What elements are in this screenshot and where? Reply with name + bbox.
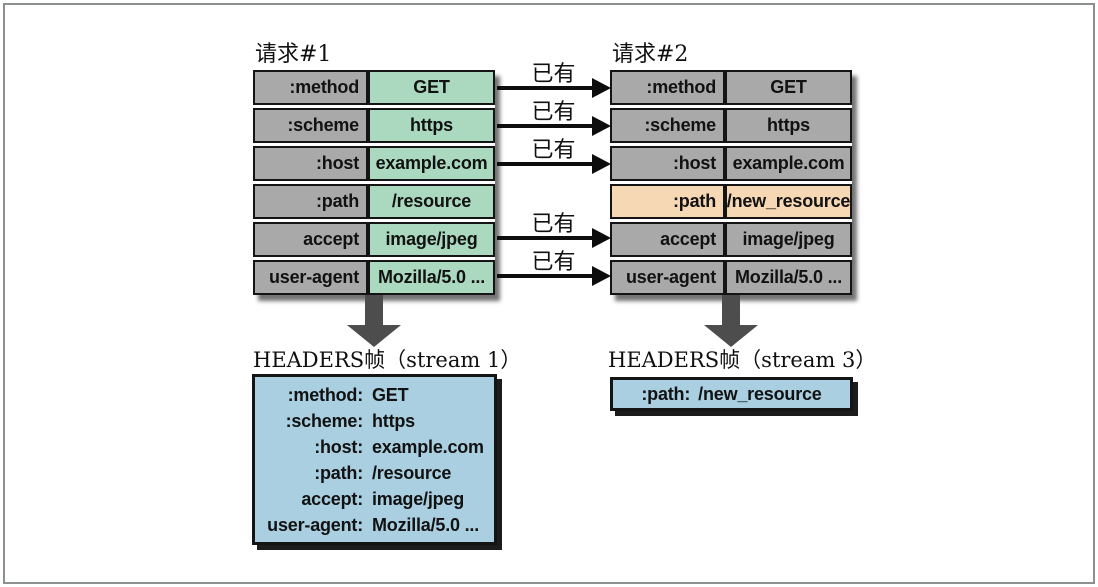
reuse-arrow-line <box>497 274 593 278</box>
frame-field-value: https <box>372 411 415 431</box>
table-row: :scheme https <box>610 108 852 143</box>
reused-label: 已有 <box>531 62 576 87</box>
header-value-cell: https <box>368 108 495 143</box>
frame-field-name: :method: <box>287 385 364 405</box>
frame1-title: HEADERS帧（stream 1） <box>253 348 522 372</box>
header-value-cell: GET <box>725 70 852 105</box>
reuse-arrow-head-icon <box>592 154 611 174</box>
frame2-title: HEADERS帧（stream 3） <box>608 348 877 372</box>
header-name-cell: :scheme <box>253 108 368 143</box>
frame-line: accept: image/jpeg <box>255 486 494 512</box>
request1-title: 请求#1 <box>255 42 332 67</box>
frame-line: :scheme: https <box>255 408 494 434</box>
frame-field-value: /new_resource <box>698 383 822 404</box>
reused-label: 已有 <box>531 138 576 163</box>
frame-field-name: :path: <box>641 383 691 404</box>
header-name-cell: :host <box>253 146 368 181</box>
reused-label: 已有 <box>531 250 576 275</box>
frame-field-name: accept: <box>301 489 363 509</box>
request1-header-table: :method GET :scheme https :host example.… <box>253 70 495 295</box>
header-name-cell: accept <box>610 222 725 257</box>
table-row: :method GET <box>610 70 852 105</box>
header-name-cell: user-agent <box>253 260 368 295</box>
header-name-cell: accept <box>253 222 368 257</box>
frame-line: :path: /resource <box>255 460 494 486</box>
frame-field-name: :host: <box>314 437 363 457</box>
reuse-arrow-head-icon <box>592 228 611 248</box>
reuse-arrow-head-icon <box>592 266 611 286</box>
reuse-arrow-head-icon <box>592 78 611 98</box>
frame-field-value: Mozilla/5.0 ... <box>372 515 480 535</box>
table-row: :method GET <box>253 70 495 105</box>
reuse-arrow-head-icon <box>592 116 611 136</box>
diagram-border <box>3 3 1095 584</box>
table-row: :path /resource <box>253 184 495 219</box>
header-name-cell: :method <box>610 70 725 105</box>
request2-header-table: :method GET :scheme https :host example.… <box>610 70 852 295</box>
frame-line: :host: example.com <box>255 434 494 460</box>
header-name-cell: :host <box>610 146 725 181</box>
header-value-cell: image/jpeg <box>368 222 495 257</box>
down-arrow-icon <box>722 295 740 326</box>
headers-frame-stream1-box: :method: GET :scheme: https :host: examp… <box>252 374 497 545</box>
frame-field-value: example.com <box>372 437 484 457</box>
table-row: :scheme https <box>253 108 495 143</box>
down-arrow-icon <box>347 325 401 347</box>
down-arrow-icon <box>365 295 383 326</box>
request2-title: 请求#2 <box>612 42 689 67</box>
table-row: user-agent Mozilla/5.0 ... <box>253 260 495 295</box>
reused-label: 已有 <box>531 100 576 125</box>
frame-field-value: /resource <box>372 463 452 483</box>
frame-field-name: :path: <box>314 463 363 483</box>
header-name-cell: :method <box>253 70 368 105</box>
frame-line: user-agent: Mozilla/5.0 ... <box>255 512 494 538</box>
reuse-arrow-line <box>497 86 593 90</box>
reused-label: 已有 <box>531 212 576 237</box>
header-value-cell: example.com <box>368 146 495 181</box>
frame-field-name: :scheme: <box>285 411 364 431</box>
header-value-cell: /new_resource <box>725 184 852 219</box>
reuse-arrow-line <box>497 162 593 166</box>
reuse-arrow-line <box>497 236 593 240</box>
header-name-cell: user-agent <box>610 260 725 295</box>
frame-field-name: user-agent: <box>267 515 363 535</box>
table-row: :host example.com <box>253 146 495 181</box>
table-row: :host example.com <box>610 146 852 181</box>
header-value-cell: Mozilla/5.0 ... <box>368 260 495 295</box>
header-name-cell: :scheme <box>610 108 725 143</box>
table-row: accept image/jpeg <box>610 222 852 257</box>
header-value-cell: Mozilla/5.0 ... <box>725 260 852 295</box>
frame-field-value: GET <box>372 385 409 405</box>
headers-frame-stream3-box: :path: /new_resource <box>610 377 853 411</box>
header-value-cell: GET <box>368 70 495 105</box>
header-value-cell: image/jpeg <box>725 222 852 257</box>
header-name-cell: :path <box>610 184 725 219</box>
header-value-cell: example.com <box>725 146 852 181</box>
header-value-cell: /resource <box>368 184 495 219</box>
reuse-arrow-line <box>497 124 593 128</box>
frame-line: :method: GET <box>255 382 494 408</box>
table-row-changed-path: :path /new_resource <box>610 184 852 219</box>
frame-line: :path: /new_resource <box>641 384 821 405</box>
table-row: user-agent Mozilla/5.0 ... <box>610 260 852 295</box>
header-name-cell: :path <box>253 184 368 219</box>
frame-field-value: image/jpeg <box>372 489 465 509</box>
down-arrow-icon <box>704 325 758 347</box>
header-value-cell: https <box>725 108 852 143</box>
table-row: accept image/jpeg <box>253 222 495 257</box>
